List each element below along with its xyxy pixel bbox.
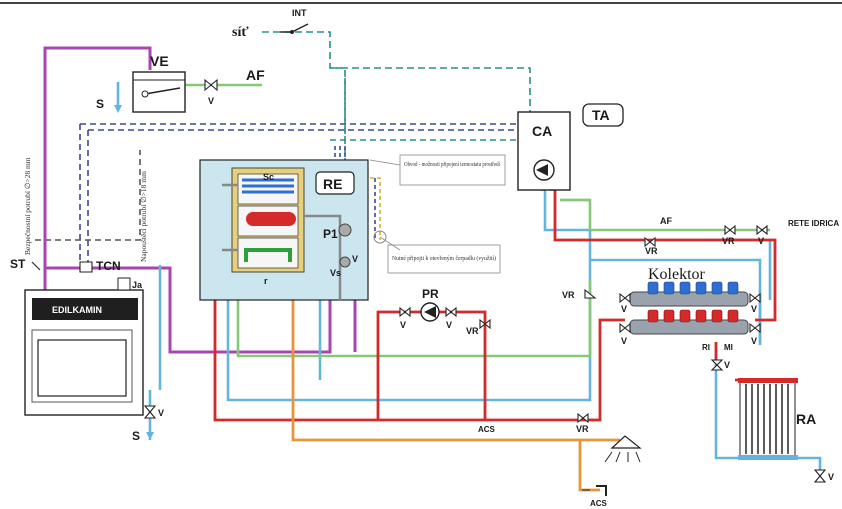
shower-head xyxy=(604,435,642,463)
label-ra: RA xyxy=(796,411,816,427)
caption-fill-pipe: Napouštěcí potrubí ∅>18 mm xyxy=(139,171,148,262)
label-v-kol-1: V xyxy=(621,304,627,314)
radiator xyxy=(738,378,798,460)
label-tcn: TCN xyxy=(96,259,121,273)
label-sit: síť xyxy=(232,25,249,40)
label-sc: Sc xyxy=(263,172,274,182)
label-vr-mid: VR xyxy=(562,290,575,300)
label-kolektor: Kolektor xyxy=(648,266,706,283)
label-ve: VE xyxy=(150,53,169,69)
label-rete-idrica: RETE IDRICA xyxy=(788,219,839,228)
label-p1: P1 xyxy=(323,227,338,241)
label-s-bottom: S xyxy=(132,429,140,443)
control-wires xyxy=(35,31,556,262)
caption-safety-pipe: Bezpečnostní potrubí ∅>28 mm xyxy=(23,157,32,255)
label-af-top: AF xyxy=(246,67,265,83)
label-v-pr-left: V xyxy=(400,320,406,330)
orange-pipes xyxy=(291,300,620,492)
mains-switch xyxy=(280,23,309,34)
label-v-kol-3: V xyxy=(751,304,757,314)
note-heating: Nutné připojit k otevřeným čerpadlu (vyu… xyxy=(392,255,496,262)
label-acs-bottom: ACS xyxy=(590,499,608,508)
circulation-pump xyxy=(420,302,440,322)
note-thermostat: Obvod - možnosti připojení termostatu pr… xyxy=(404,161,500,168)
label-acs-mid: ACS xyxy=(478,425,496,434)
label-v-kol-4: V xyxy=(751,336,757,346)
brand-edilkamin: EDILKAMIN xyxy=(52,305,102,315)
label-int: INT xyxy=(292,8,307,18)
label-pr: PR xyxy=(422,287,439,301)
stove-boiler xyxy=(24,277,144,416)
label-v-pr-right: V xyxy=(446,320,452,330)
label-v-ra: V xyxy=(828,472,834,482)
note-boxes xyxy=(369,154,506,274)
label-st: ST xyxy=(10,257,26,271)
label-vr-acs: VR xyxy=(576,424,589,434)
manifold xyxy=(629,281,749,335)
room-thermostat xyxy=(582,103,624,127)
flow-arrows xyxy=(114,105,154,440)
label-ri: RI xyxy=(702,343,710,352)
label-v-tank: V xyxy=(352,254,358,264)
expansion-tank xyxy=(132,71,186,113)
label-vr-rete: VR xyxy=(722,236,735,246)
regulator-box xyxy=(315,171,355,195)
label-v-kol-2: V xyxy=(621,336,627,346)
label-r: r xyxy=(264,276,268,286)
tap xyxy=(596,485,607,496)
label-mi: MI xyxy=(724,343,733,352)
green-pipes xyxy=(185,83,770,358)
storage-tank-unit xyxy=(199,159,369,301)
label-v-ri: V xyxy=(724,360,730,370)
control-unit xyxy=(517,111,571,191)
label-v-bottom: V xyxy=(158,408,164,418)
label-af-right: AF xyxy=(660,216,672,226)
label-ca: CA xyxy=(532,123,552,139)
label-vr-af: VR xyxy=(645,246,658,256)
label-v-top: V xyxy=(208,96,214,106)
label-re: RE xyxy=(323,176,342,192)
label-s-top: S xyxy=(96,97,104,111)
label-ja: Ja xyxy=(132,280,143,290)
safety-pipe xyxy=(43,46,357,354)
label-vr-pr: VR xyxy=(466,326,479,336)
valves xyxy=(31,78,827,483)
label-vs: Vs xyxy=(330,268,341,278)
label-v-rete: V xyxy=(758,236,764,246)
label-ta: TA xyxy=(592,107,610,123)
